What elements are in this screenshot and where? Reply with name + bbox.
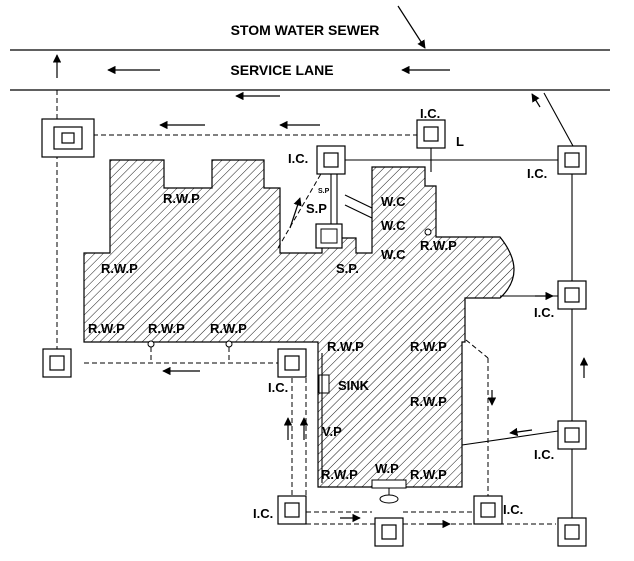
- sewer-inflow-arrow: [397, 5, 426, 49]
- rwp-label: R.W.P: [88, 321, 125, 336]
- rwp-outlet: [225, 340, 233, 348]
- ic-label: I.C.: [534, 447, 554, 462]
- sp-label: S.P: [306, 201, 327, 216]
- service-lane-label: SERVICE LANE: [230, 62, 333, 78]
- inspection-chamber: [416, 119, 446, 149]
- inspection-chamber: [557, 420, 587, 450]
- rwp-label: R.W.P: [163, 191, 200, 206]
- sp-label: S.P.: [336, 261, 359, 276]
- ic-label: I.C.: [268, 380, 288, 395]
- flow-arrow: [289, 197, 302, 229]
- wp-label: W.P: [375, 461, 399, 476]
- service-lane: SERVICE LANE: [10, 5, 610, 101]
- rwp-outlet: [147, 340, 155, 348]
- gully-trap: [379, 494, 399, 504]
- sewer-title: STOM WATER SEWER: [231, 22, 380, 38]
- sink-label: SINK: [338, 378, 370, 393]
- sp-small-label: S.P: [318, 188, 330, 195]
- flow-arrows: [159, 93, 589, 529]
- inspection-chamber: [277, 348, 307, 378]
- rwp-label: R.W.P: [420, 238, 457, 253]
- wc-label: W.C: [381, 194, 406, 209]
- rwp-label: R.W.P: [410, 339, 447, 354]
- inspection-chamber: [316, 145, 346, 175]
- l-label: L: [456, 134, 464, 149]
- inspection-chamber: [557, 145, 587, 175]
- rwp-label: R.W.P: [410, 394, 447, 409]
- ic-label: I.C.: [503, 502, 523, 517]
- vp-label: V.P: [322, 424, 342, 439]
- inspection-chamber: [473, 495, 503, 525]
- wc-label: W.C: [381, 247, 406, 262]
- rwp-label: R.W.P: [327, 339, 364, 354]
- ic-label: I.C.: [527, 166, 547, 181]
- inspection-chamber: [277, 495, 307, 525]
- flow-arrow: [509, 427, 533, 437]
- inspection-chamber: [374, 517, 404, 547]
- plan-labels: I.C. L I.C. I.C. I.C. I.C. I.C. I.C. I.C…: [88, 106, 554, 521]
- rwp-label: R.W.P: [210, 321, 247, 336]
- inspection-chamber: [42, 348, 72, 378]
- rwp-label: R.W.P: [410, 467, 447, 482]
- rwp-outlet: [424, 228, 432, 236]
- sink: [318, 374, 330, 394]
- inspection-chambers: [41, 118, 587, 547]
- wc-label: W.C: [381, 218, 406, 233]
- ic-label: I.C.: [253, 506, 273, 521]
- rwp-label: R.W.P: [101, 261, 138, 276]
- rwp-label: R.W.P: [321, 467, 358, 482]
- sp-chamber-inner: [320, 228, 338, 244]
- outfall-chamber: [41, 118, 95, 158]
- ic-label: I.C.: [420, 106, 440, 121]
- wash-pipe: [371, 479, 407, 489]
- inspection-chamber: [557, 517, 587, 547]
- ic-label: I.C.: [288, 151, 308, 166]
- rwp-label: R.W.P: [148, 321, 185, 336]
- flow-arrow: [531, 93, 541, 108]
- ic-label: I.C.: [534, 305, 554, 320]
- building-footprint: [83, 159, 515, 488]
- inspection-chamber: [557, 280, 587, 310]
